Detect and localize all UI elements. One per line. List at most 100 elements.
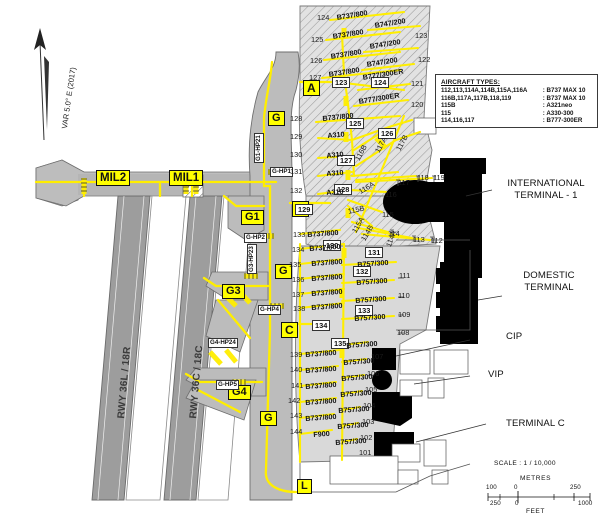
stand-number: 141 [291, 381, 304, 390]
stand-number: 135 [289, 260, 302, 269]
aircraft-type-label: A310 [326, 167, 344, 178]
stand-number: 128 [290, 114, 303, 123]
runway-36l-18r-shape [91, 195, 151, 501]
stand-number: 126 [310, 56, 323, 65]
stand-number: 114 [388, 229, 400, 238]
scale-metres-tick-1: 100 [486, 484, 497, 491]
stand-number: 127 [309, 73, 322, 82]
stand-marker-123[interactable]: 123 [332, 77, 351, 88]
stand-number: 124 [317, 13, 330, 22]
stand-marker-127[interactable]: 127 [337, 155, 356, 166]
holding-point-g-hp4[interactable]: G-HP4 [258, 305, 281, 315]
terminal-label-vip: VIP [488, 369, 504, 380]
aircraft-type-label: A310 [326, 186, 344, 197]
stand-marker-126[interactable]: 126 [378, 128, 397, 139]
stand-number: 110 [398, 291, 410, 300]
holding-point-g-hp5[interactable]: G-HP5 [216, 380, 239, 390]
stand-number: 116 [385, 190, 397, 199]
intl-line1: INTERNATIONAL [507, 178, 585, 189]
taxiway-node-g3[interactable]: G3 [222, 284, 245, 299]
table-row: 116B,117A,117B,118,119 : B737 MAX 10 [441, 95, 592, 103]
stand-number: 122 [418, 55, 431, 64]
stand-number: 107 [371, 352, 384, 361]
stand-number: 105 [365, 385, 378, 394]
scale-title: SCALE : 1 / 10,000 [494, 460, 556, 467]
stand-number: 129 [290, 132, 303, 141]
intl-line2: TERMINAL - 1 [514, 189, 578, 201]
ac-stands: 115B [441, 102, 456, 110]
scale-metres-tick-2: 0 [514, 484, 518, 491]
ac-type: : A321neo [542, 102, 573, 110]
stand-number: 101 [359, 448, 372, 457]
holding-point-g3-hp23[interactable]: G3-HP23 [247, 244, 257, 274]
stand-number: 115 [382, 210, 394, 219]
stand-number: 134 [292, 245, 305, 254]
terminal-label-international-1: INTERNATIONAL TERMINAL - 1 [496, 178, 596, 201]
stand-marker-133[interactable]: 133 [355, 305, 374, 316]
holding-point-g1-hp21[interactable]: G1-HP21 [254, 133, 264, 163]
stand-marker-135[interactable]: 135 [331, 338, 350, 349]
ac-type: : B737 MAX 10 [542, 94, 586, 102]
stand-number: 106 [367, 369, 380, 378]
taxiway-node-l[interactable]: L [297, 479, 312, 494]
table-row: 112,113,114A,114B,115A,116A: B737 MAX 10 [441, 87, 592, 95]
stand-marker-129[interactable]: 129 [295, 204, 314, 215]
stand-number: 142 [288, 396, 301, 405]
stand-marker-128[interactable]: 128 [334, 184, 353, 195]
table-row: 114,116,117: B777-300ER [441, 117, 592, 125]
stand-jetty-markers [390, 175, 436, 334]
ac-stands: 114,116,117 [441, 117, 475, 125]
holding-point-g-hp2[interactable]: G-HP2 [244, 233, 267, 243]
holding-point-g4-hp24[interactable]: G4-HP24 [208, 338, 238, 348]
callout-leader-lines [395, 189, 503, 443]
stand-marker-134[interactable]: 134 [312, 320, 331, 331]
stand-number: 125 [311, 35, 324, 44]
taxiway-node-g-north[interactable]: G [268, 111, 285, 126]
taxiway-strip-west [125, 195, 187, 501]
aircraft-types-table: 112,113,114A,114B,115A,116A: B737 MAX 10… [441, 87, 592, 125]
stand-number: 138 [293, 304, 306, 313]
taxiway-node-g-mid[interactable]: G [275, 264, 292, 279]
stand-marker-132[interactable]: 132 [353, 266, 372, 277]
stand-number: 143 [290, 411, 303, 420]
taxiway-node-a[interactable]: A [303, 80, 320, 96]
scale-feet-tick-3: 1000 [578, 500, 593, 507]
taxiway-node-g-south[interactable]: G [260, 411, 277, 426]
stand-number: 112 [431, 236, 443, 245]
aircraft-types-legend: AIRCRAFT TYPES: 112,113,114A,114B,115A,1… [435, 74, 598, 128]
stand-number: 144 [290, 427, 303, 436]
scale-metres-tick-3: 250 [570, 484, 581, 491]
taxiway-node-mil2[interactable]: MIL2 [96, 170, 131, 186]
scale-bar-graphic [487, 491, 591, 503]
scale-feet-tick-2: 0 [515, 500, 519, 507]
stand-number: 113 [413, 235, 425, 244]
terminal-label-terminal-c: TERMINAL C [506, 418, 565, 429]
stand-marker-124[interactable]: 124 [371, 77, 390, 88]
apron-hatched-north [298, 5, 433, 197]
holding-point-g-hp1[interactable]: G-HP1 [270, 167, 293, 177]
aircraft-type-label: F900 [313, 428, 330, 439]
scale-feet-tick-1: 250 [490, 500, 501, 507]
stand-number: 131 [290, 167, 303, 176]
scale-metres-title: METRES [520, 475, 552, 482]
runway-36c-18c-shape [163, 195, 223, 501]
stand-number: 120 [411, 100, 424, 109]
stand-number: 139 [290, 350, 303, 359]
ac-type: : A330-300 [542, 109, 574, 117]
ac-type: : B737 MAX 10 [542, 87, 586, 94]
taxiway-node-mil1[interactable]: MIL1 [169, 170, 204, 186]
stand-number: 119 [433, 173, 445, 182]
stand-number: 140 [290, 365, 303, 374]
taxiway-node-g1[interactable]: G1 [241, 210, 264, 225]
ac-stands: 116B,117A,117B,118,119 [441, 94, 512, 102]
stand-marker-131[interactable]: 131 [365, 247, 384, 258]
scale-bar-block: SCALE : 1 / 10,000 METRES 100 0 250 250 … [478, 460, 596, 515]
dom-line1: DOMESTIC [523, 270, 575, 281]
terminal-label-domestic: DOMESTIC TERMINAL [504, 270, 594, 293]
stand-marker-130[interactable]: 130 [323, 240, 342, 251]
stand-number: 132 [290, 186, 303, 195]
stand-number: 123 [415, 31, 428, 40]
stand-marker-125[interactable]: 125 [346, 118, 365, 129]
taxiway-node-c[interactable]: C [281, 322, 298, 338]
